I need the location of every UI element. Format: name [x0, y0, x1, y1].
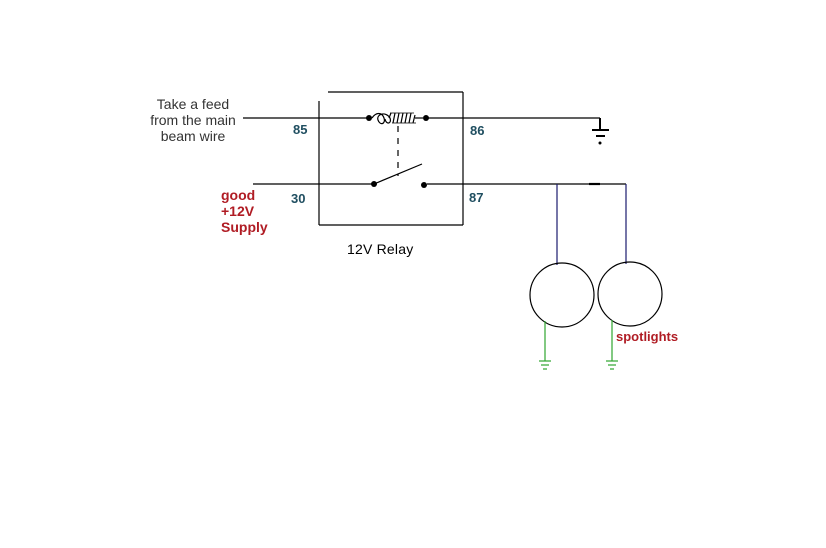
supply-label-line: Supply: [221, 219, 268, 235]
feed-label-line: from the main: [150, 112, 236, 128]
supply-label-line: +12V: [221, 203, 255, 219]
relay-coil-icon: [366, 112, 429, 125]
ground-icon: [539, 321, 551, 370]
ground-icon: [606, 320, 618, 370]
spotlight-left-icon: [529, 262, 595, 328]
supply-label-line: good: [221, 187, 256, 203]
feed-label-line: Take a feed: [156, 96, 230, 112]
pin-87-label: 87: [469, 190, 484, 205]
spotlight-right-icon: [597, 261, 663, 327]
relay-title: 12V Relay: [347, 241, 414, 257]
relay-switch-icon: [371, 163, 427, 188]
pin-85-label: 85: [293, 122, 308, 137]
spotlights-label: spotlights: [616, 329, 679, 344]
pin-86-label: 86: [470, 123, 485, 138]
relay-box: [318, 91, 464, 226]
supply-label: good +12V Supply: [221, 187, 268, 235]
feed-label-line: beam wire: [160, 128, 226, 144]
pin-30-label: 30: [291, 191, 306, 206]
feed-label: Take a feed from the main beam wire: [148, 96, 238, 144]
ground-icon: [592, 118, 609, 145]
